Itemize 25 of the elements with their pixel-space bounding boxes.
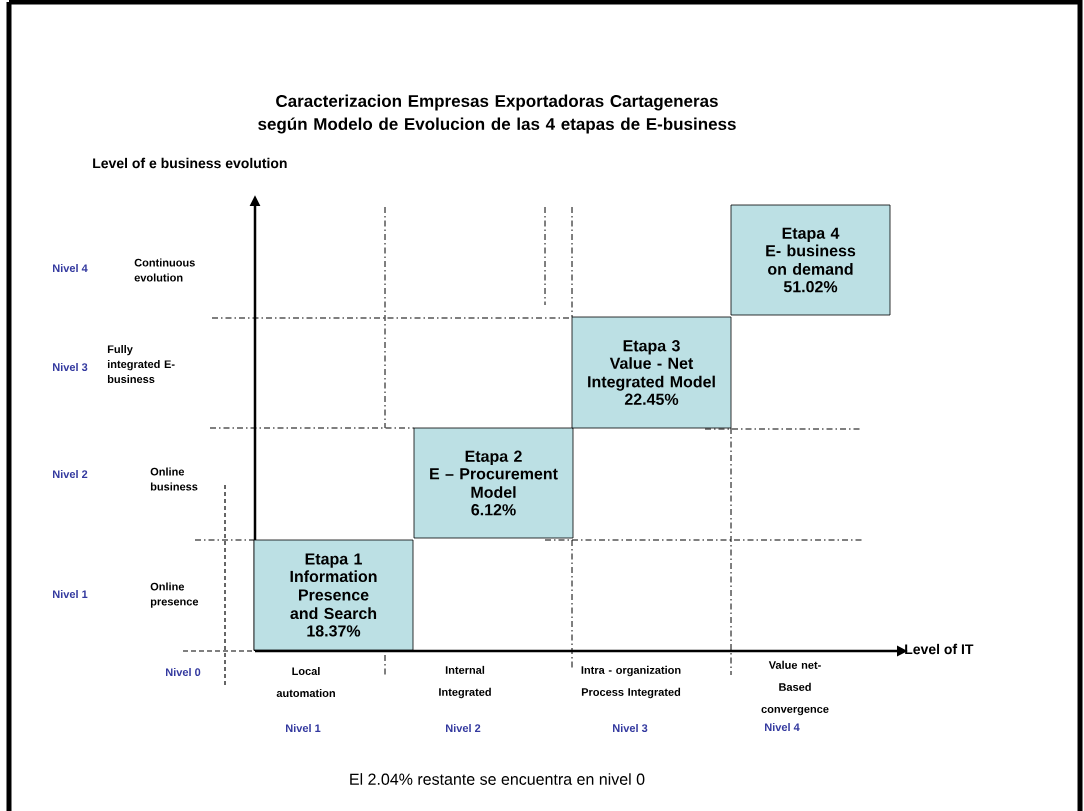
level-label: Nivel 4 bbox=[765, 722, 800, 732]
level-description: Internal Integrated bbox=[439, 665, 491, 699]
level-description: Local automation bbox=[276, 666, 335, 698]
level-label: Nivel 3 bbox=[613, 723, 648, 733]
level-label: Nivel 1 bbox=[286, 723, 321, 733]
level-label: Nivel 1 bbox=[53, 589, 88, 599]
axis-title: Level of IT bbox=[905, 643, 974, 655]
stage-box: Etapa 1 Information Presence and Search 18.37% bbox=[253, 539, 414, 651]
stage-box: Etapa 4 E- business on demand 51.02% bbox=[730, 204, 891, 316]
level-label: Nivel 4 bbox=[53, 263, 88, 273]
level-label: Nivel 2 bbox=[446, 723, 481, 733]
stage-box: Etapa 3 Value - Net Integrated Model 22.45% bbox=[571, 316, 732, 429]
level-description: Continuous evolution bbox=[134, 258, 195, 282]
level-description: Online business bbox=[150, 467, 198, 491]
level-description: Online presence bbox=[150, 582, 199, 608]
caption: El 2.04% restante se encuentra en nivel 0 bbox=[350, 773, 645, 785]
level-description: Fully integrated E-business bbox=[107, 344, 175, 384]
stage-box: Etapa 2 E – Procurement Model 6.12% bbox=[413, 427, 574, 539]
level-description: Value net- Based convergence bbox=[761, 660, 829, 716]
title: Caracterizacion Empresas Exportadoras Cartageneras según Modelo de Evolucion de las 4 etapas de E-business bbox=[258, 94, 736, 134]
level-label: Nivel 3 bbox=[53, 362, 88, 372]
level-label: Nivel 0 bbox=[166, 667, 201, 677]
level-description: Intra - organization Process Integrated bbox=[581, 665, 681, 699]
level-label: Nivel 2 bbox=[53, 469, 88, 479]
axis-title: Level of e business evolution bbox=[93, 157, 287, 169]
